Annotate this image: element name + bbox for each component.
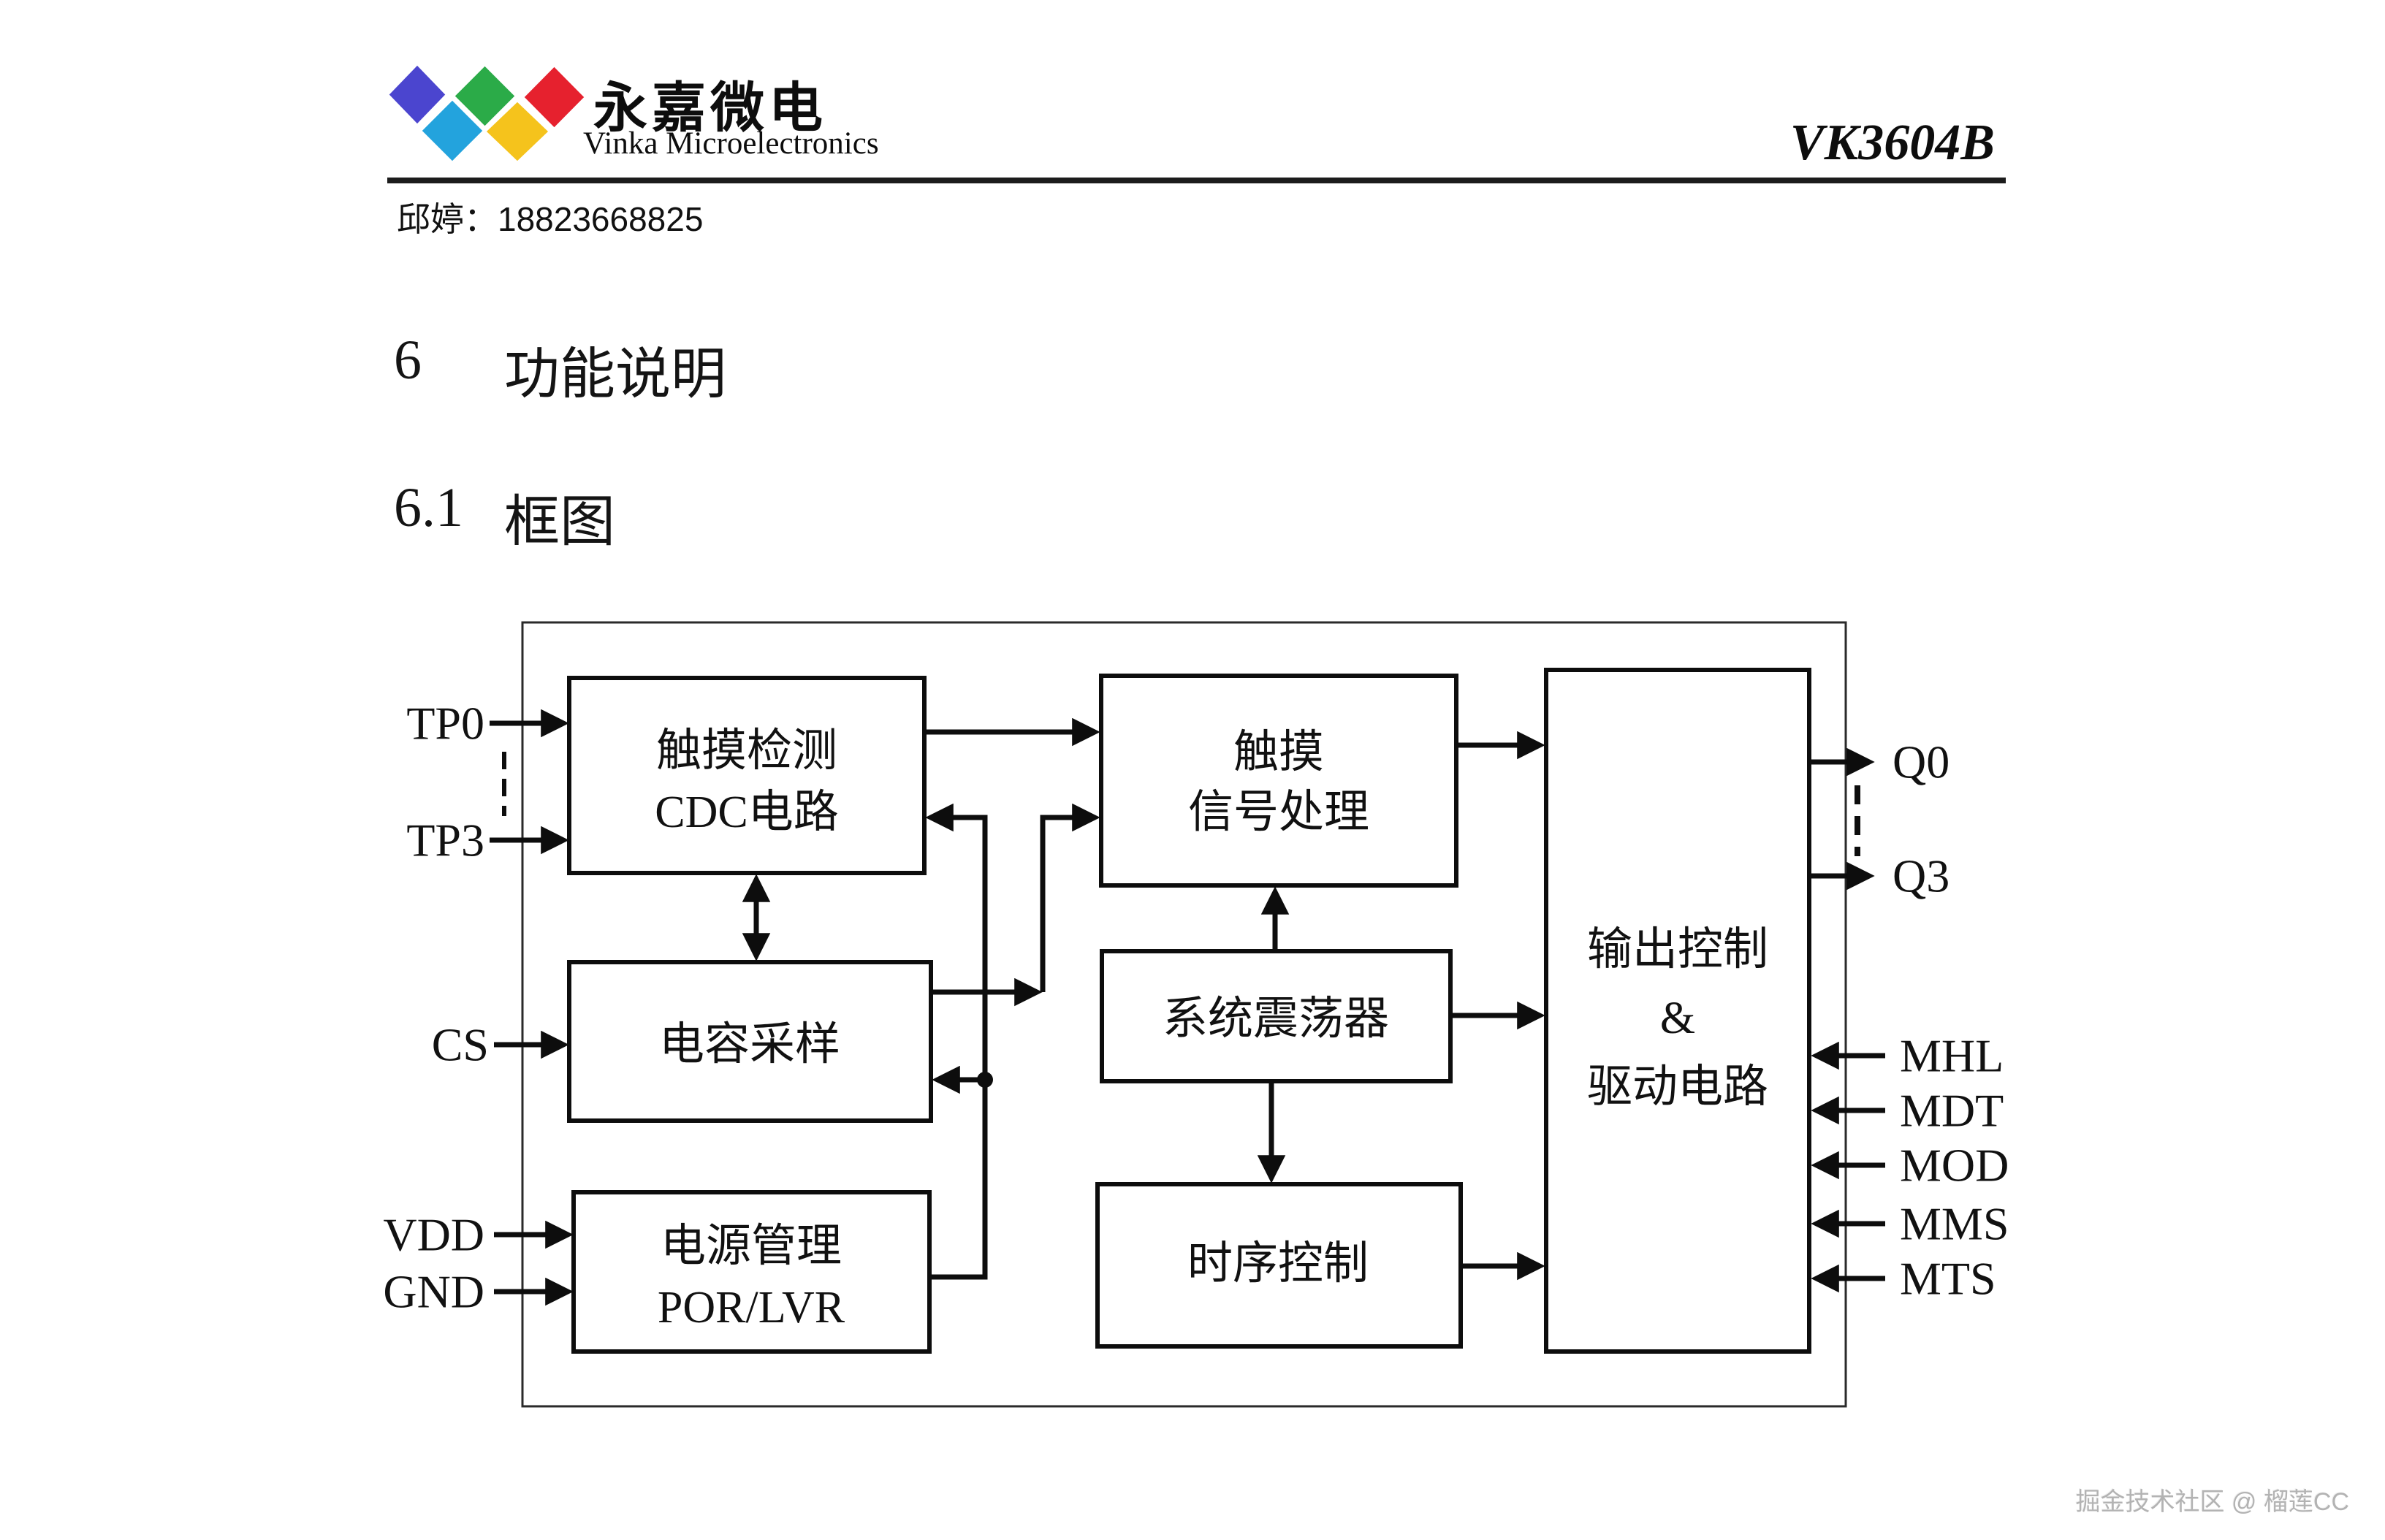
- pin-mhl: MHL: [1900, 1030, 2004, 1082]
- logo-diamond-blue-icon: [386, 62, 449, 128]
- wire-power-feedback-to-cdc: [925, 803, 988, 1280]
- wire-sampling-riser-to-signal: [1040, 803, 1100, 992]
- pin-mms: MMS: [1900, 1198, 2009, 1250]
- label-power-mgmt: 电源管理: [661, 1221, 842, 1271]
- label-output-control: 输出控制: [1587, 925, 1768, 975]
- pin-cs: CS: [432, 1019, 489, 1071]
- pin-gnd: GND: [383, 1266, 484, 1318]
- label-cdc-circuit: CDC电路: [655, 788, 838, 837]
- logo-diamond-cyan-icon: [418, 96, 487, 165]
- block-output-drive: [1544, 668, 1811, 1354]
- logo-diamond-red-icon: [520, 63, 588, 131]
- pin-mts: MTS: [1900, 1253, 1996, 1305]
- label-system-oscillator: 系统震荡器: [1163, 994, 1389, 1044]
- pin-q0: Q0: [1893, 736, 1950, 788]
- block-system-oscillator: [1100, 949, 1453, 1083]
- block-touch-detect-cdc: [567, 676, 927, 875]
- block-power-mgmt: [571, 1190, 932, 1354]
- label-cap-sampling: 电容采样: [659, 1020, 840, 1070]
- pin-mdt: MDT: [1900, 1085, 2004, 1137]
- label-por-lvr: POR/LVR: [658, 1283, 845, 1333]
- label-drive-circuit: 驱动电路: [1587, 1062, 1768, 1112]
- block-touch-signal-proc: [1099, 674, 1458, 888]
- section-number: 6: [394, 329, 422, 391]
- pin-tp0: TP0: [406, 698, 484, 750]
- label-signal-proc: 信号处理: [1188, 788, 1369, 837]
- section-title: 功能说明: [504, 344, 726, 405]
- label-timing-control: 时序控制: [1187, 1239, 1369, 1289]
- label-ampersand: &: [1660, 994, 1695, 1043]
- pin-mod: MOD: [1900, 1140, 2009, 1192]
- pin-q3: Q3: [1893, 850, 1950, 902]
- label-touch-detect: 触摸检测: [656, 726, 837, 776]
- subsection-number: 6.1: [394, 477, 463, 538]
- wire-junction-dot: [977, 1072, 993, 1088]
- vinka-logo-icon: [386, 62, 588, 165]
- pin-vdd: VDD: [383, 1209, 484, 1261]
- pin-tp3: TP3: [406, 815, 484, 866]
- header-rule: [387, 178, 2006, 183]
- brand-name-cn: 永嘉微电: [593, 77, 827, 138]
- diagram-outer-frame: [521, 621, 1847, 1408]
- label-touch: 触摸: [1233, 728, 1324, 777]
- block-timing-control: [1095, 1182, 1463, 1349]
- block-cap-sampling: [567, 960, 933, 1123]
- subsection-title: 框图: [504, 492, 615, 553]
- part-number: VK3604B: [1789, 115, 1995, 171]
- watermark: 掘金技术社区 @ 榴莲CC: [2075, 1488, 2349, 1516]
- logo-diamond-yellow-icon: [482, 98, 552, 165]
- contact-line: 邱婷：18823668825: [397, 200, 704, 238]
- brand-name-en: Vinka Microelectronics: [583, 126, 879, 161]
- logo-diamond-green-icon: [451, 62, 519, 130]
